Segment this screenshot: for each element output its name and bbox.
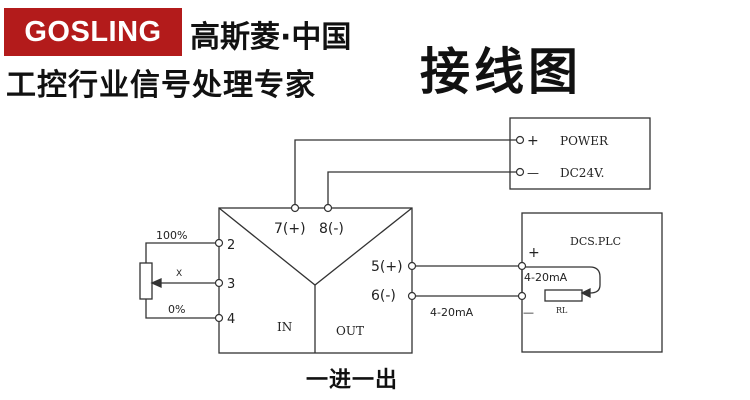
dcs-minus-dot	[517, 291, 527, 301]
power-box	[509, 117, 651, 190]
brand-logo: GOSLING	[4, 8, 182, 56]
power-voltage-label: DC24V.	[560, 166, 604, 180]
wire-power-negative	[327, 171, 520, 208]
power-minus-dot	[515, 167, 525, 177]
wire-power-positive	[294, 139, 520, 208]
dcs-plc-label: DCS.PLC	[570, 235, 621, 248]
load-resistor	[544, 289, 583, 302]
diagram-caption: 一进一出	[306, 367, 399, 393]
tagline: 工控行业信号处理专家	[6, 68, 316, 103]
brand-name-cn: 高斯菱·中国	[190, 20, 352, 55]
terminal-6-label: 6(-)	[371, 288, 396, 304]
terminal-6-dot	[407, 291, 417, 301]
wiper-arrow-icon	[150, 277, 162, 289]
terminal-3-label: 3	[227, 277, 235, 292]
terminal-3-dot	[214, 278, 224, 288]
power-minus-label: —	[527, 166, 539, 180]
terminal-4-dot	[214, 313, 224, 323]
potentiometer-resistor	[139, 262, 153, 300]
potentiometer-100-label: 100%	[156, 229, 187, 242]
dcs-minus-label: —	[523, 306, 534, 319]
load-resistor-label: RL	[556, 306, 568, 315]
dcs-plus-label: +	[528, 245, 540, 261]
output-wire-label: 4-20mA	[430, 306, 474, 319]
terminal-8-label: 8(-)	[319, 221, 344, 237]
potentiometer-0-label: 0%	[168, 303, 185, 316]
terminal-4-label: 4	[227, 312, 235, 327]
dcs-current-loop-label: 4-20mA	[524, 271, 568, 284]
power-plus-dot	[515, 135, 525, 145]
dcs-plus-dot	[517, 261, 527, 271]
module-in-label: IN	[277, 320, 292, 334]
terminal-7-label: 7(+)	[274, 221, 306, 237]
terminal-7-dot	[290, 203, 300, 213]
terminal-8-dot	[323, 203, 333, 213]
terminal-5-label: 5(+)	[371, 259, 403, 275]
power-label: POWER	[560, 134, 609, 148]
current-loop-arrowhead-icon	[580, 287, 591, 299]
terminal-2-label: 2	[227, 238, 235, 253]
current-loop-arrow	[520, 266, 601, 294]
power-plus-label: +	[527, 133, 539, 149]
brand-logo-text: GOSLING	[24, 15, 162, 48]
diagram-title: 接线图	[420, 42, 582, 101]
terminal-2-dot	[214, 238, 224, 248]
module-out-label: OUT	[336, 324, 364, 338]
potentiometer-x-label: X	[176, 269, 182, 279]
terminal-5-dot	[407, 261, 417, 271]
